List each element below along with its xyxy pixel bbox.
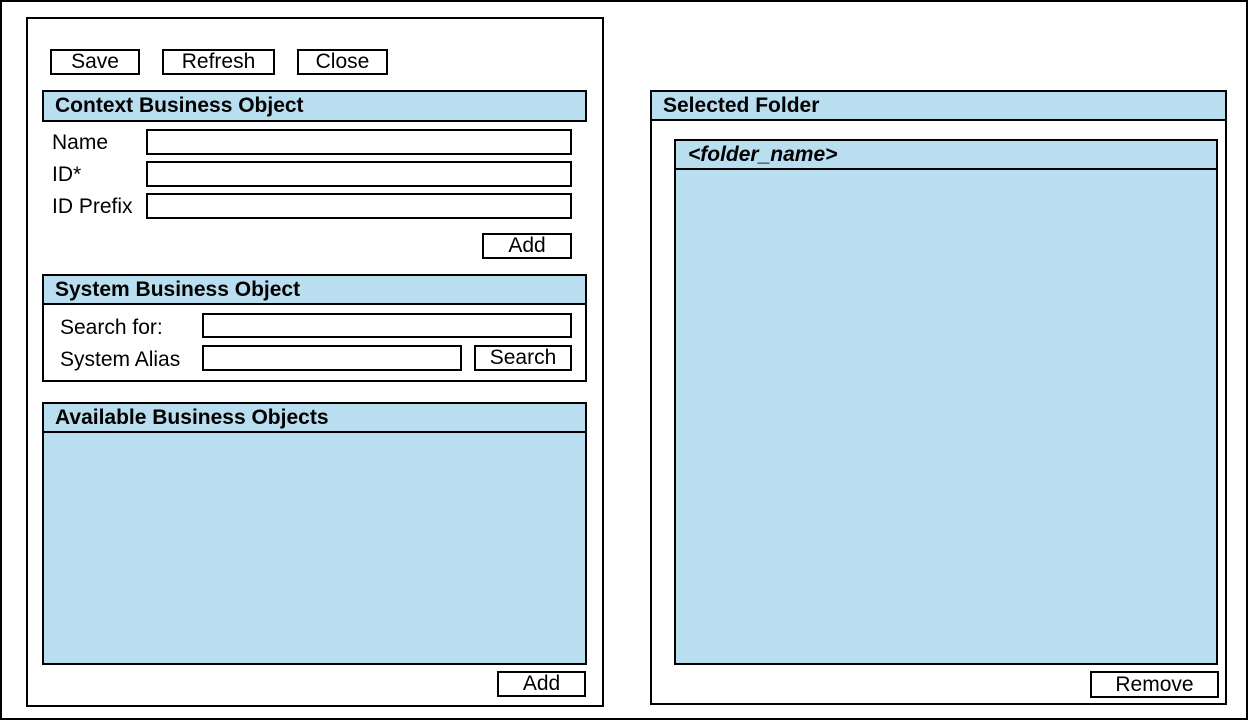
context-add-button[interactable]: Add	[482, 233, 572, 259]
system-alias-input[interactable]	[202, 345, 462, 371]
id-input[interactable]	[146, 161, 572, 187]
id-label: ID*	[52, 163, 82, 186]
selected-folder-list[interactable]	[674, 168, 1218, 665]
close-button[interactable]: Close	[297, 49, 388, 75]
selected-folder-header: Selected Folder	[650, 90, 1227, 121]
name-input[interactable]	[146, 129, 572, 155]
available-business-objects-list[interactable]	[42, 431, 587, 665]
folder-name-header: <folder_name>	[674, 139, 1218, 170]
search-button[interactable]: Search	[474, 345, 572, 371]
id-prefix-label: ID Prefix	[52, 195, 133, 218]
search-for-label: Search for:	[60, 316, 163, 339]
system-alias-label: System Alias	[60, 348, 181, 371]
remove-button[interactable]: Remove	[1090, 671, 1219, 698]
available-business-objects-header: Available Business Objects	[42, 402, 587, 433]
search-for-input[interactable]	[202, 313, 572, 338]
system-business-object-header: System Business Object	[42, 274, 587, 305]
name-label: Name	[52, 131, 109, 154]
save-button[interactable]: Save	[50, 49, 140, 75]
refresh-button[interactable]: Refresh	[162, 49, 275, 75]
context-business-object-header: Context Business Object	[42, 90, 587, 122]
id-prefix-input[interactable]	[146, 193, 572, 219]
available-add-button[interactable]: Add	[497, 671, 586, 697]
